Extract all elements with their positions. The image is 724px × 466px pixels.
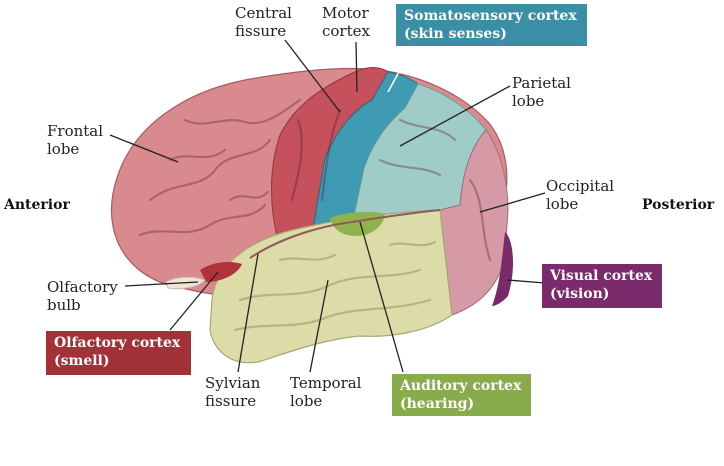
auditory-cortex-region (330, 211, 385, 236)
visual-cortex-box: Visual cortex (vision) (542, 264, 662, 308)
occipital-lobe-label: Occipital lobe (546, 177, 615, 213)
temporal-region (209, 209, 453, 364)
temporal-lobe-label: Temporal lobe (290, 374, 362, 410)
somatosensory-cortex-box: Somatosensory cortex (skin senses) (396, 4, 587, 46)
anterior-label: Anterior (4, 197, 70, 213)
frontal-lobe-label: Frontal lobe (47, 122, 104, 158)
olfactory-cortex-box: Olfactory cortex (smell) (46, 331, 191, 375)
central-fissure-label: Central fissure (235, 4, 292, 40)
parietal-lobe-label: Parietal lobe (512, 74, 571, 110)
visual-cortex-region (492, 232, 514, 306)
posterior-label: Posterior (642, 197, 715, 213)
olfactory-cortex-region (200, 262, 242, 282)
occipital-region (439, 129, 509, 316)
sylvian-fissure-label: Sylvian fissure (205, 374, 261, 410)
auditory-cortex-box: Auditory cortex (hearing) (392, 374, 531, 416)
olfactory-bulb-label: Olfactory bulb (47, 278, 118, 314)
motor-cortex-label: Motor cortex (322, 4, 370, 40)
